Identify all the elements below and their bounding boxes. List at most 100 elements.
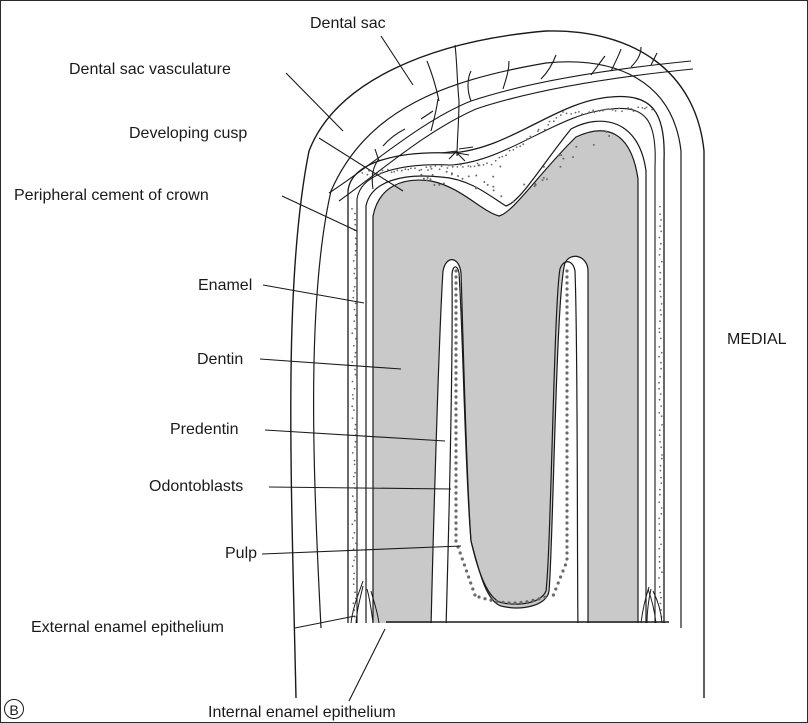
stipple-dot <box>565 551 568 554</box>
stipple-dot <box>660 470 662 472</box>
stipple-dot <box>599 110 601 112</box>
stipple-dot <box>661 454 663 456</box>
stipple-dot <box>565 323 568 326</box>
stipple-dot <box>454 527 457 530</box>
stipple-dot <box>519 145 521 147</box>
stipple-dot <box>353 260 355 262</box>
stipple-dot <box>439 168 441 170</box>
stipple-dot <box>565 317 568 320</box>
stipple-dot <box>607 108 609 110</box>
stipple-dot <box>661 507 663 509</box>
stipple-dot <box>661 352 663 354</box>
stipple-dot <box>633 110 635 112</box>
stipple-dot <box>438 184 440 186</box>
stipple-dot <box>454 323 457 326</box>
stipple-dot <box>454 311 457 314</box>
stipple-dot <box>659 489 661 491</box>
stipple-dot <box>493 189 495 191</box>
stipple-dot <box>660 368 662 370</box>
stipple-dot <box>468 175 470 177</box>
stipple-dot <box>492 176 494 178</box>
stipple-dot <box>499 166 501 168</box>
stipple-dot <box>565 533 568 536</box>
stipple-dot <box>501 601 504 604</box>
stipple-dot <box>483 181 485 183</box>
stipple-dot <box>522 143 524 145</box>
stipple-dot <box>352 417 354 419</box>
stipple-dot <box>454 419 457 422</box>
stipple-dot <box>660 314 662 316</box>
stipple-dot <box>457 166 459 168</box>
stipple-dot <box>562 111 564 113</box>
stipple-dot <box>474 165 476 167</box>
stipple-dot <box>495 600 498 603</box>
stipple-dot <box>454 347 457 350</box>
stipple-dot <box>454 329 457 332</box>
stipple-dot <box>565 311 568 314</box>
stipple-dot <box>554 587 557 590</box>
stipple-dot <box>602 110 604 112</box>
stipple-dot <box>454 281 457 284</box>
stipple-dot <box>393 171 395 173</box>
stipple-dot <box>658 518 660 520</box>
stipple-dot <box>353 409 355 411</box>
stipple-dot <box>513 201 515 203</box>
stipple-dot <box>454 449 457 452</box>
stipple-dot <box>454 395 457 398</box>
stipple-dot <box>355 314 357 316</box>
stipple-dot <box>565 413 568 416</box>
stipple-dot <box>387 169 389 171</box>
stipple-dot <box>420 174 422 176</box>
stipple-dot <box>454 467 457 470</box>
stipple-dot <box>564 563 567 566</box>
stipple-dot <box>505 154 507 156</box>
stipple-dot <box>353 602 355 604</box>
label-developing-cusp: Developing cusp <box>129 125 247 143</box>
stipple-dot <box>660 231 662 233</box>
stipple-dot <box>467 165 469 167</box>
stipple-dot <box>543 177 545 179</box>
stipple-dot <box>454 497 457 500</box>
stipple-dot <box>351 361 353 363</box>
stipple-dot <box>446 171 448 173</box>
stipple-dot <box>547 124 549 126</box>
stipple-dot <box>351 208 353 210</box>
stipple-dot <box>659 272 661 274</box>
stipple-dot <box>659 561 661 563</box>
stipple-dot <box>420 169 422 171</box>
stipple-dot <box>565 473 568 476</box>
stipple-dot <box>659 278 661 280</box>
label-pulp: Pulp <box>225 545 257 563</box>
stipple-dot <box>565 449 568 452</box>
stipple-dot <box>471 587 474 590</box>
stipple-dot <box>509 150 511 152</box>
stipple-dot <box>531 136 533 138</box>
stipple-dot <box>565 491 568 494</box>
stipple-dot <box>354 556 356 558</box>
stipple-dot <box>575 112 577 114</box>
stipple-dot <box>585 113 587 115</box>
stipple-dot <box>454 425 457 428</box>
stipple-dot <box>537 597 540 600</box>
stipple-dot <box>523 184 525 186</box>
stipple-dot <box>565 527 568 530</box>
stipple-dot <box>423 178 425 180</box>
stipple-dot <box>367 174 369 176</box>
stipple-dot <box>454 275 457 278</box>
stipple-dot <box>426 179 428 181</box>
stipple-dot <box>470 166 472 168</box>
stipple-dot <box>543 166 545 168</box>
stipple-dot <box>660 597 662 599</box>
stipple-dot <box>565 353 568 356</box>
stipple-dot <box>454 533 457 536</box>
stipple-dot <box>558 154 560 156</box>
stipple-dot <box>565 515 568 518</box>
stipple-dot <box>432 174 434 176</box>
stipple-dot <box>560 114 562 116</box>
stipple-dot <box>565 461 568 464</box>
stipple-dot <box>565 419 568 422</box>
stipple-dot <box>565 299 568 302</box>
label-dental-sac: Dental sac <box>310 15 386 33</box>
stipple-dot <box>642 107 644 109</box>
stipple-dot <box>565 281 568 284</box>
